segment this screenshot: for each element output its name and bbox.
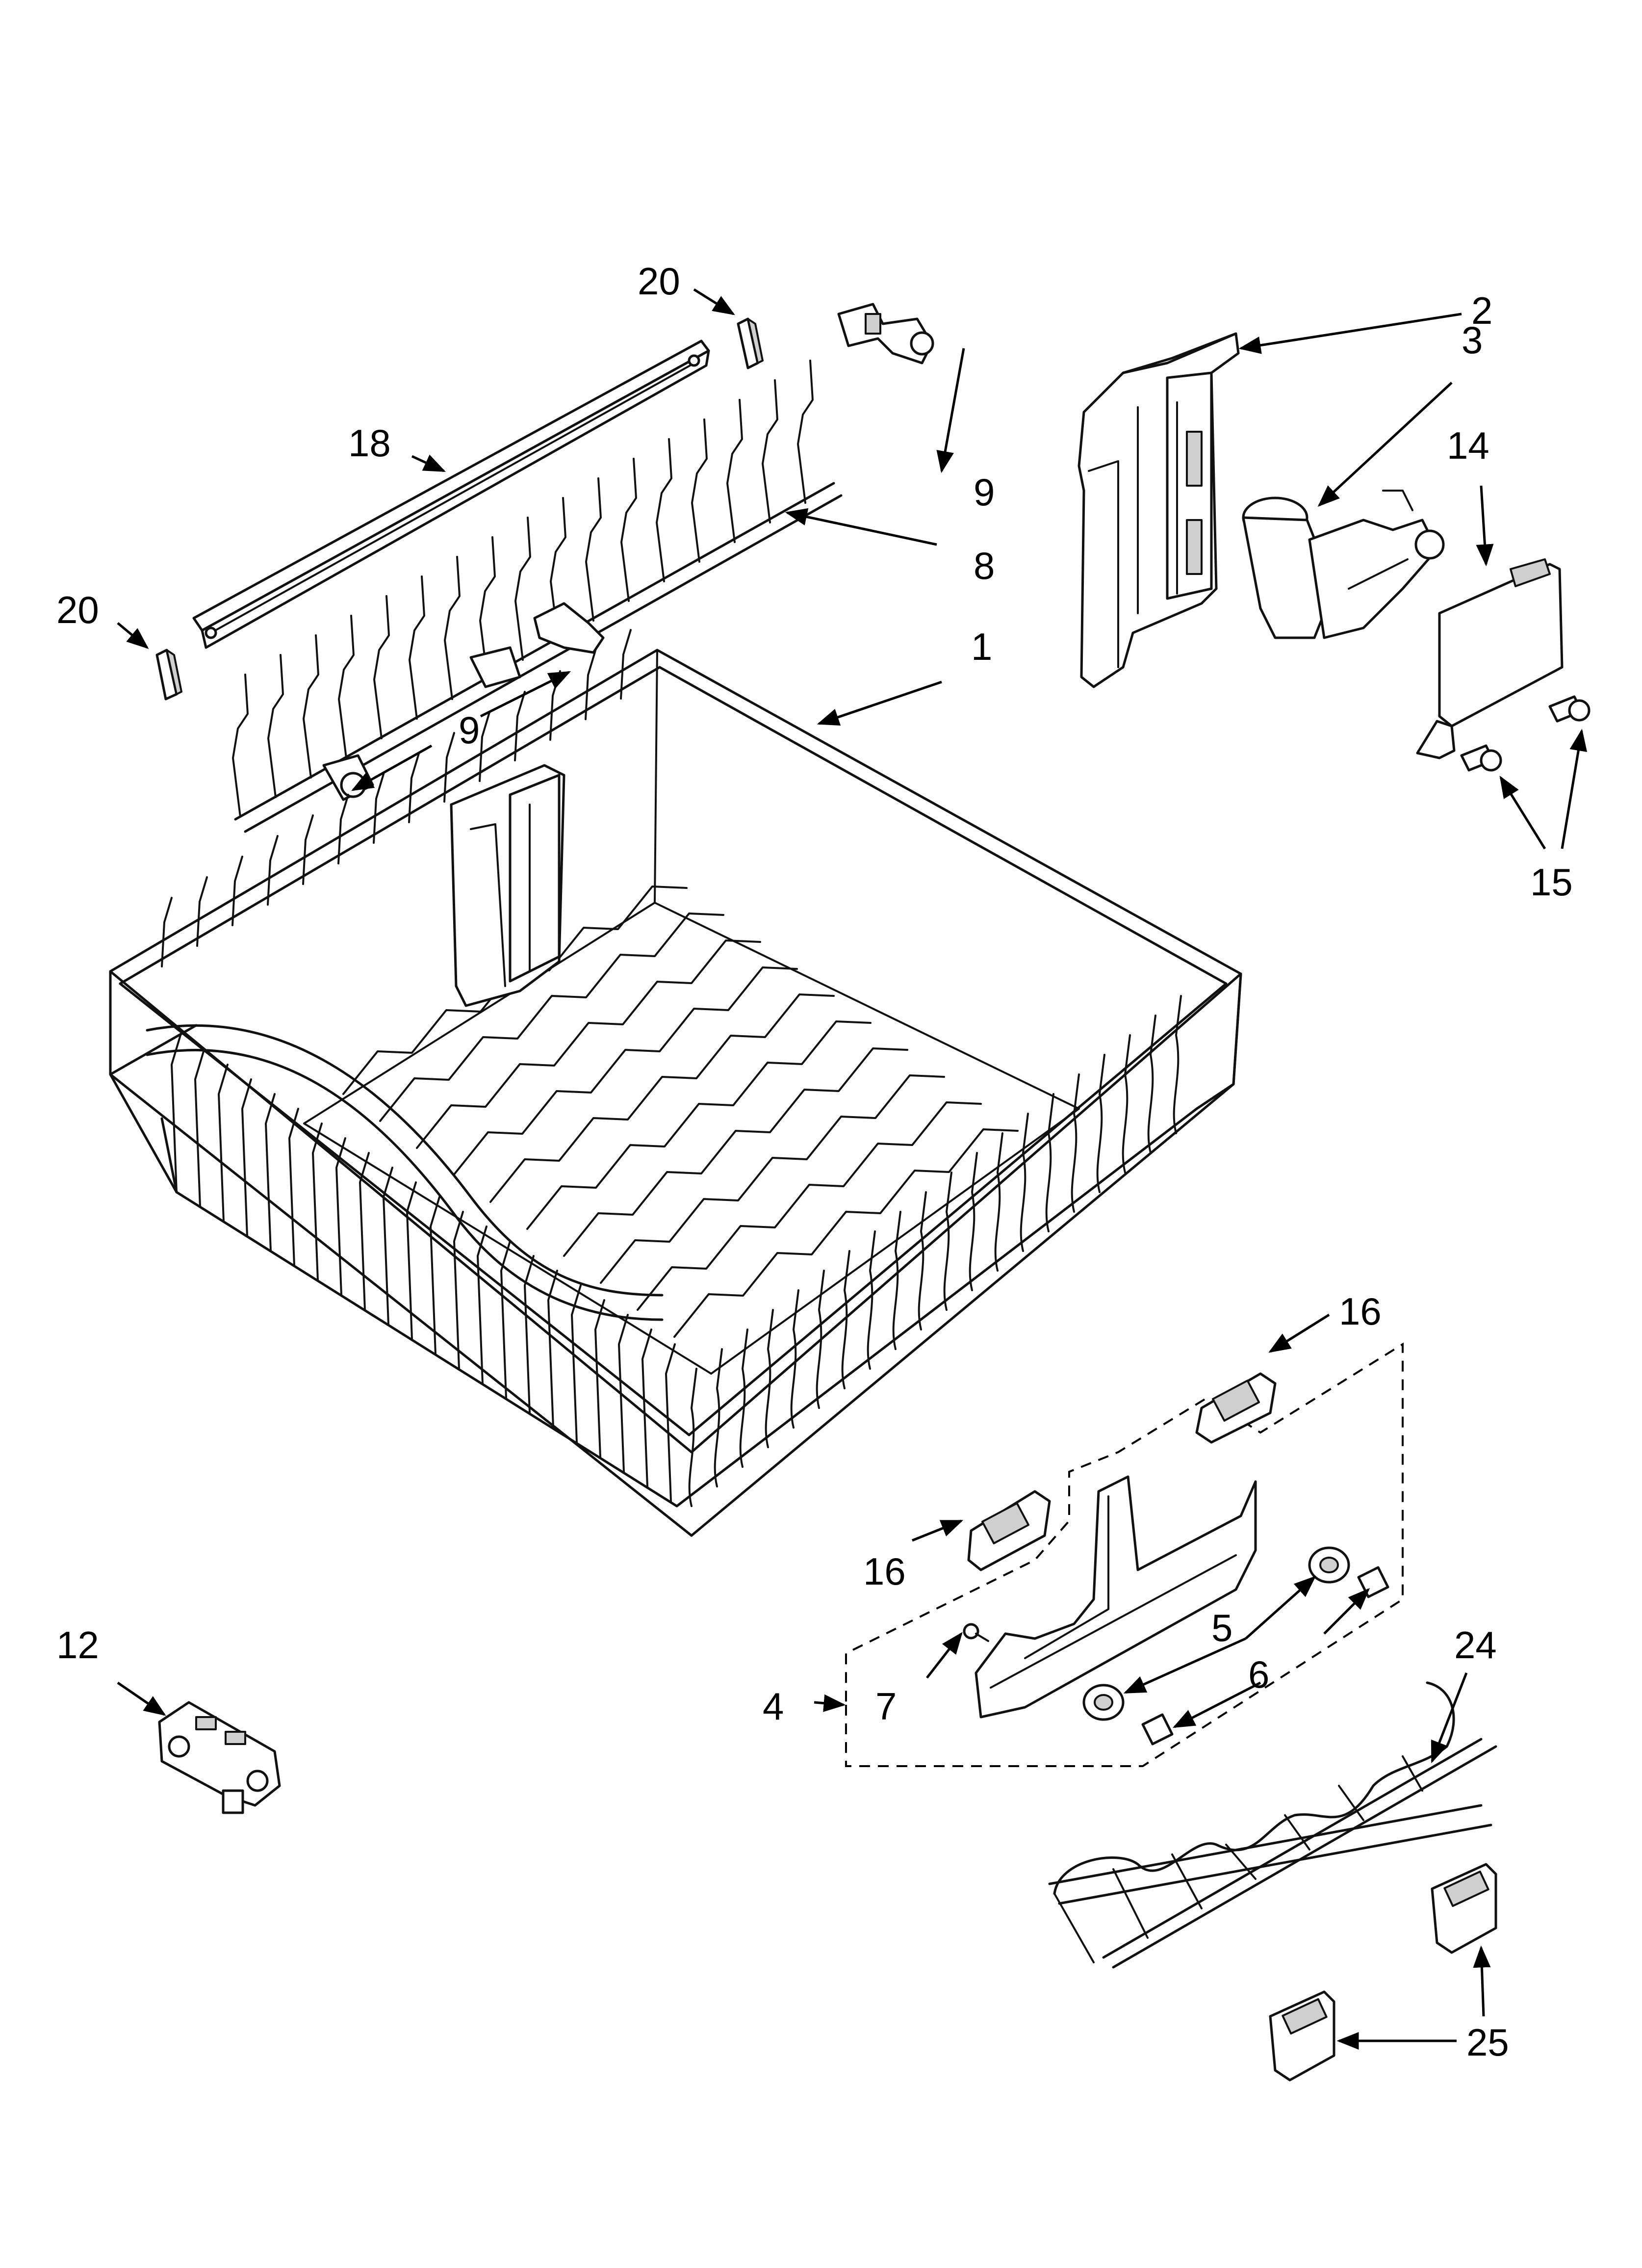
callout-12: 12 bbox=[56, 1623, 99, 1667]
callout-6: 6 bbox=[1248, 1653, 1269, 1696]
callout-24: 24 bbox=[1454, 1623, 1497, 1667]
part-2-side-housing bbox=[1078, 332, 1240, 688]
part-3-rack-adjuster bbox=[1242, 490, 1445, 639]
part-16-clip-top bbox=[1195, 1372, 1277, 1444]
part-5-wheel-lower bbox=[1082, 1684, 1125, 1721]
part-1-dish-rack bbox=[109, 629, 1242, 1537]
part-9-hinge-low bbox=[322, 754, 374, 801]
callout-1: 1 bbox=[971, 625, 992, 668]
part-4-lower-bracket bbox=[975, 1475, 1257, 1719]
callout-8: 8 bbox=[974, 544, 995, 587]
callout-14: 14 bbox=[1447, 424, 1489, 467]
part-4-assembly-outline bbox=[845, 1342, 1404, 1767]
part-5-wheel-upper bbox=[1308, 1546, 1350, 1584]
callout-9-mid: 9 bbox=[459, 708, 480, 752]
part-25-clip-a bbox=[1431, 1863, 1497, 1954]
callout-20-top: 20 bbox=[638, 260, 680, 303]
part-15-screw-a bbox=[1548, 695, 1591, 723]
part-6-axle-upper bbox=[1357, 1566, 1389, 1598]
part-12-wheel-bracket bbox=[158, 1701, 281, 1814]
part-9-hinge-top bbox=[837, 303, 934, 365]
callout-3: 3 bbox=[1462, 318, 1483, 362]
callout-16-left: 16 bbox=[863, 1550, 906, 1593]
part-15-screw-b bbox=[1460, 744, 1502, 772]
part-25-clip-b bbox=[1269, 1990, 1335, 2082]
part-7-screw bbox=[963, 1623, 989, 1642]
part-18-rack-rail bbox=[192, 339, 710, 649]
part-20-clip-left bbox=[155, 649, 182, 701]
part-24-tine-insert bbox=[1048, 1681, 1497, 1969]
callout-2: 2 bbox=[1471, 289, 1492, 332]
callout-4: 4 bbox=[763, 1685, 784, 1728]
leader-lines bbox=[117, 288, 1588, 2050]
part-16-clip-left bbox=[967, 1490, 1051, 1571]
callout-16-top: 16 bbox=[1339, 1290, 1382, 1333]
callout-9-top: 9 bbox=[974, 470, 995, 514]
callout-20-left: 20 bbox=[56, 588, 99, 631]
callout-25: 25 bbox=[1466, 2021, 1509, 2064]
part-14-cover bbox=[1416, 558, 1564, 759]
callout-15: 15 bbox=[1530, 860, 1573, 904]
part-20-clip-top bbox=[737, 317, 764, 369]
part-6-axle-lower bbox=[1141, 1713, 1174, 1746]
callout-18: 18 bbox=[348, 421, 391, 465]
part-9-hinge-mid bbox=[469, 602, 605, 688]
callout-7: 7 bbox=[875, 1685, 897, 1728]
callout-5: 5 bbox=[1211, 1606, 1232, 1649]
